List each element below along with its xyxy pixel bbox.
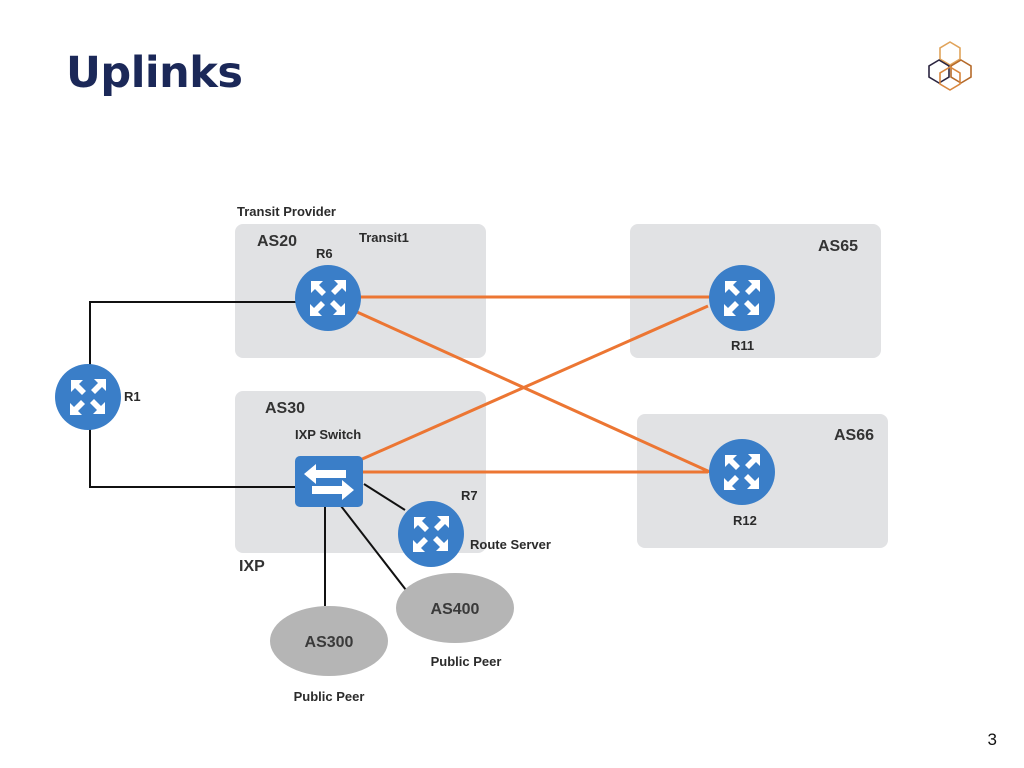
as300-peer	[270, 606, 388, 676]
as400-public-peer-caption: Public Peer	[431, 654, 502, 669]
as400-label: AS400	[431, 601, 480, 618]
link-switch-r7	[363, 483, 406, 511]
router-r1	[55, 364, 121, 430]
router-r11	[709, 265, 775, 331]
route-server-label: Route Server	[470, 537, 551, 552]
link-r1-r6	[89, 301, 297, 370]
ripe-ncc-logo-icon	[928, 41, 972, 91]
r1-label: R1	[124, 389, 141, 404]
r11-label: R11	[731, 338, 754, 353]
r6-label: R6	[316, 246, 333, 261]
as20-panel	[235, 224, 486, 358]
as65-label: AS65	[818, 238, 858, 255]
as30-label: AS30	[265, 400, 305, 417]
as66-label: AS66	[834, 427, 874, 444]
router-r7	[398, 501, 464, 567]
ixp-switch-icon	[295, 456, 363, 507]
link-r1-ixp-switch	[89, 428, 296, 488]
link-switch-as400	[340, 505, 407, 591]
router-r12	[709, 439, 775, 505]
transit-provider-caption: Transit Provider	[237, 204, 336, 219]
link-switch-r11	[359, 304, 709, 462]
r12-label: R12	[733, 513, 757, 528]
ixp-label: IXP	[239, 558, 265, 575]
transit1-label: Transit1	[359, 230, 409, 245]
as300-public-peer-caption: Public Peer	[294, 689, 365, 704]
ixp-switch-label: IXP Switch	[295, 427, 361, 442]
link-r6-r12	[356, 310, 711, 474]
as300-label: AS300	[305, 634, 354, 651]
page-number: 3	[987, 730, 997, 749]
slide-title: Uplinks	[66, 48, 243, 98]
as400-peer	[396, 573, 514, 643]
r7-label: R7	[461, 488, 478, 503]
as20-label: AS20	[257, 233, 297, 250]
router-r6	[295, 265, 361, 331]
